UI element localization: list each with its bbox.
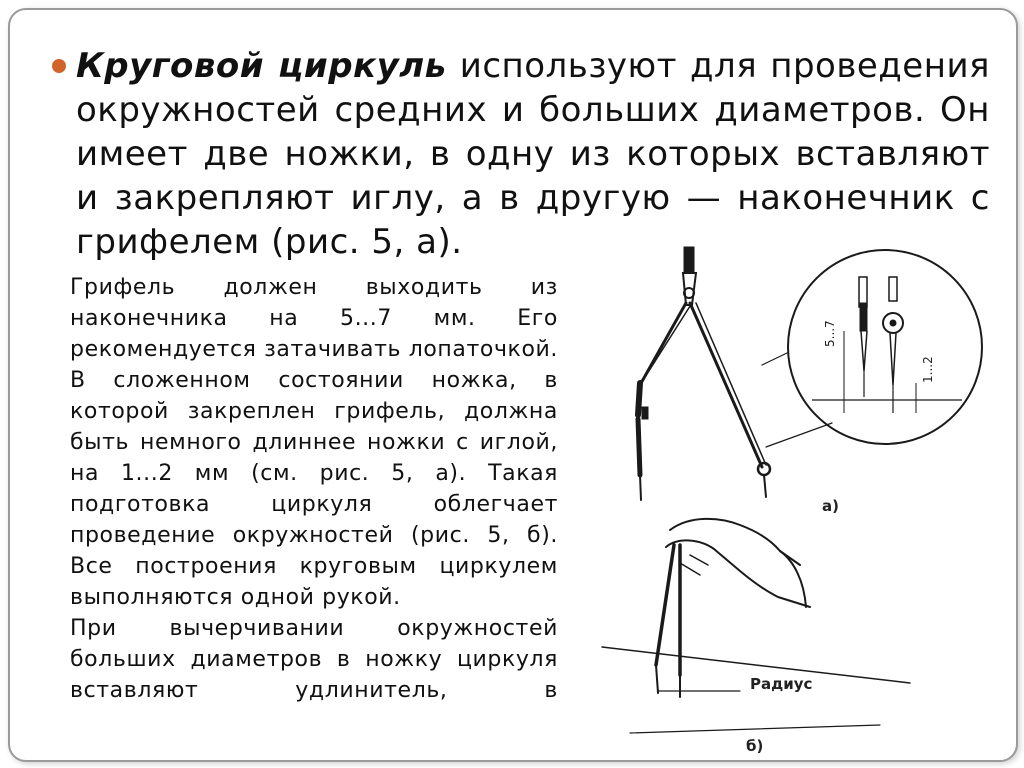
right-leg (688, 301, 764, 469)
magnifier (787, 249, 983, 445)
lead-tip (639, 474, 642, 501)
body-paragraph-1: Грифель должен выходить из наконечника н… (70, 275, 558, 610)
slide: Круговой циркуль используют для проведен… (8, 8, 1018, 762)
left-leg-upper (638, 301, 688, 387)
compass-figure: 5...7 1...2 а) Радиус б) (580, 235, 1010, 760)
hinge-screw (683, 287, 695, 299)
hand-wrist (779, 550, 807, 608)
lead-clamp-detail (859, 302, 868, 332)
figure-background (580, 235, 1010, 760)
hand-fingers (665, 539, 811, 608)
intro-text: используют для проведения окружностей ср… (76, 46, 990, 262)
figure-label-b: б) (746, 737, 764, 755)
radius-label: Радиус (750, 675, 813, 693)
needle-screw-center (889, 319, 897, 327)
compass-b-left-leg (654, 543, 676, 667)
bullet-dot (52, 59, 66, 73)
needle-screw-detail (882, 312, 904, 334)
figure-label-a: а) (822, 497, 839, 515)
hand-knuckles (679, 554, 709, 576)
paper-line (629, 724, 881, 734)
compass-b (601, 517, 911, 734)
dim-label-5-7: 5...7 (823, 320, 837, 347)
left-leg-screw (641, 406, 649, 420)
lead-holder (635, 416, 643, 478)
body-paragraph-2: При вычерчивании окружностей больших диа… (70, 616, 558, 703)
left-leg-clamp (635, 380, 643, 418)
hand-top (669, 517, 801, 566)
compass-a (635, 246, 833, 501)
left-leg-brace (639, 302, 693, 386)
body-text: Грифель должен выходить из наконечника н… (70, 272, 558, 760)
intro-paragraph: Круговой циркуль используют для проведен… (76, 44, 990, 268)
magnifier-circle (787, 249, 983, 445)
compass-handle (683, 246, 695, 274)
needle (763, 474, 767, 498)
needle-holder-detail (888, 276, 898, 302)
right-leg-inner (695, 302, 767, 466)
compass-drawing: 5...7 1...2 (580, 235, 1010, 760)
compass-b-needle (655, 664, 659, 694)
paper-edge (601, 646, 911, 684)
dim-label-1-2: 1...2 (921, 356, 935, 383)
callout-lines (761, 352, 833, 448)
intro-term: Круговой циркуль (76, 46, 447, 86)
